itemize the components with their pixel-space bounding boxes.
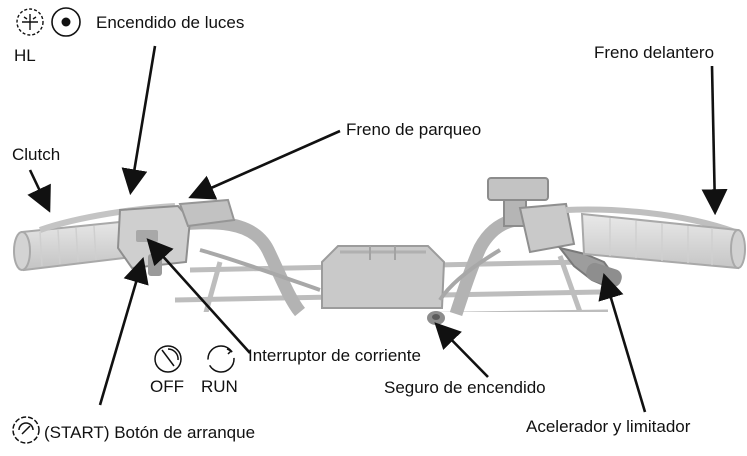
arrow-kill-switch: [146, 238, 251, 354]
cable-right: [438, 248, 502, 302]
front-brake-label: Freno delantero: [594, 43, 715, 62]
ignition-lock-label: Seguro de encendido: [384, 378, 546, 397]
leader-arrows: [27, 45, 728, 413]
start-button-icon: [12, 416, 40, 444]
run-label: RUN: [201, 377, 238, 396]
left-switch-housing: [116, 204, 192, 276]
headlight-hl-label: HL: [14, 46, 36, 65]
kill-switch-run-icon: [207, 345, 235, 373]
throttle-limiter-label: Acelerador y limitador: [526, 417, 691, 436]
brake-reservoir: [487, 177, 549, 227]
cable-left: [199, 248, 321, 292]
ignition-lock: [427, 311, 445, 325]
arrow-front-brake: [701, 65, 728, 216]
front-brake-lever: [565, 206, 737, 235]
arrow-throttle: [598, 273, 647, 413]
arrow-ignition: [434, 322, 489, 378]
kill-switch-off-icon: [154, 345, 182, 373]
kill-switch-label: Interruptor de corriente: [248, 346, 421, 365]
start-button-shape: [148, 254, 162, 276]
arrow-lights: [121, 45, 157, 196]
headlight-low-icon: [16, 8, 44, 36]
parking-brake-housing: [178, 198, 236, 228]
left-grip: [13, 220, 126, 272]
headlight-high-icon: [51, 7, 81, 37]
arrow-clutch: [27, 169, 51, 213]
lights-switch-label: Encendido de luces: [96, 13, 245, 32]
off-label: OFF: [150, 377, 184, 396]
parking-brake-label: Freno de parqueo: [346, 120, 482, 139]
arrow-parking-brake: [188, 129, 341, 200]
handlebar-drawing: [13, 177, 746, 326]
rack-cutoff: [150, 312, 620, 326]
start-button-label: (START) Botón de arranque: [44, 423, 256, 442]
arrow-start: [98, 257, 149, 406]
right-grip: [580, 212, 746, 270]
clutch-label: Clutch: [12, 145, 61, 164]
headlight-pod: [321, 245, 446, 309]
